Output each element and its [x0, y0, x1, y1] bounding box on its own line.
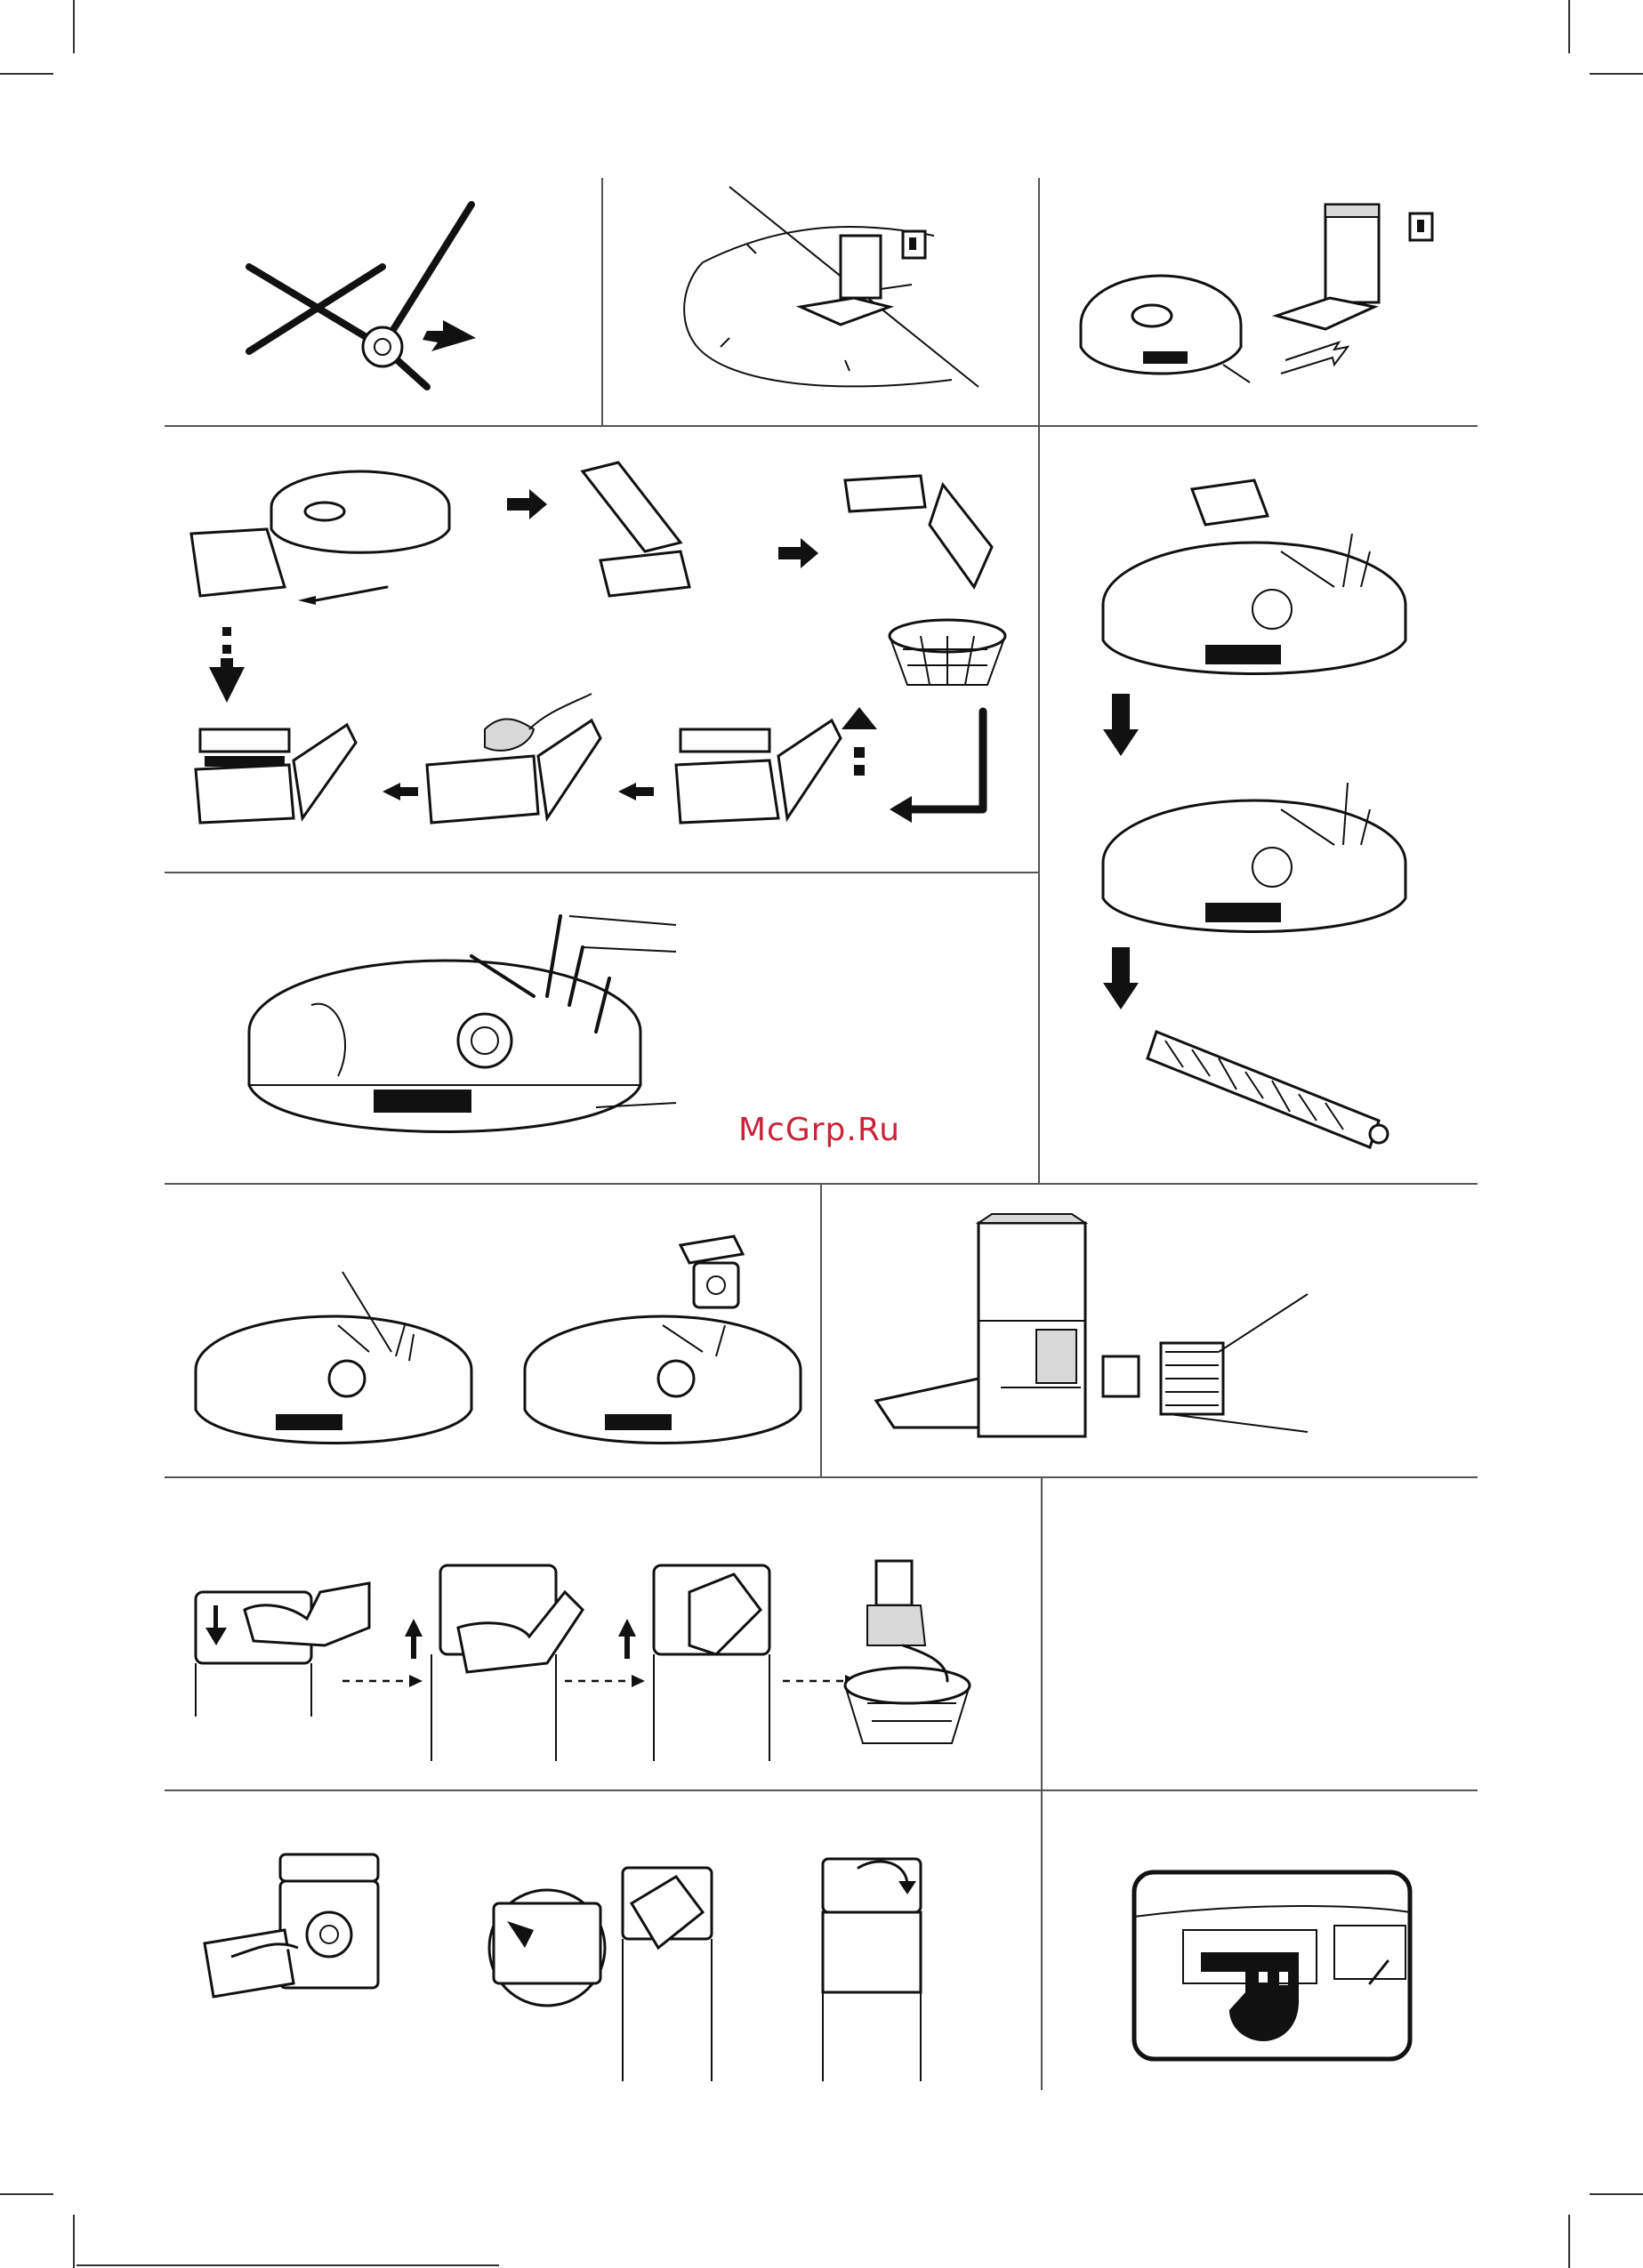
dock-lid-cleaning-icon	[196, 1850, 925, 2090]
crop-mark	[73, 2215, 75, 2268]
column-divider	[1038, 178, 1040, 1183]
row-divider	[165, 872, 1040, 873]
crop-mark	[0, 2193, 53, 2195]
column-divider	[601, 178, 603, 425]
crop-mark	[1590, 73, 1643, 75]
column-divider	[1041, 1476, 1043, 2090]
bottom-rule	[77, 2264, 499, 2266]
wheel-module-icon	[191, 1236, 814, 1459]
row-divider	[165, 1789, 1478, 1791]
dock-filter-icon	[867, 1214, 1330, 1454]
main-brush-removal-icon	[1076, 471, 1468, 1165]
dock-clearance-icon	[667, 182, 1005, 396]
column-divider	[820, 1183, 822, 1476]
watermark-text: McGrp.Ru	[738, 1112, 943, 1148]
crop-mark	[73, 0, 75, 53]
crop-mark	[0, 73, 53, 75]
side-brush-icon	[240, 196, 507, 400]
crop-mark	[1590, 2193, 1643, 2195]
robot-return-to-dock-icon	[1081, 191, 1454, 405]
dust-bag-replacement-icon	[191, 1556, 992, 1770]
crop-mark	[1568, 0, 1570, 53]
robot-underside-icon	[240, 907, 685, 1165]
bumper-press-icon	[1130, 1868, 1414, 2063]
crop-mark	[1568, 2215, 1570, 2268]
row-divider	[165, 1476, 1478, 1478]
row-divider	[165, 425, 1478, 427]
dustbin-cleaning-sequence-icon	[182, 462, 1027, 854]
